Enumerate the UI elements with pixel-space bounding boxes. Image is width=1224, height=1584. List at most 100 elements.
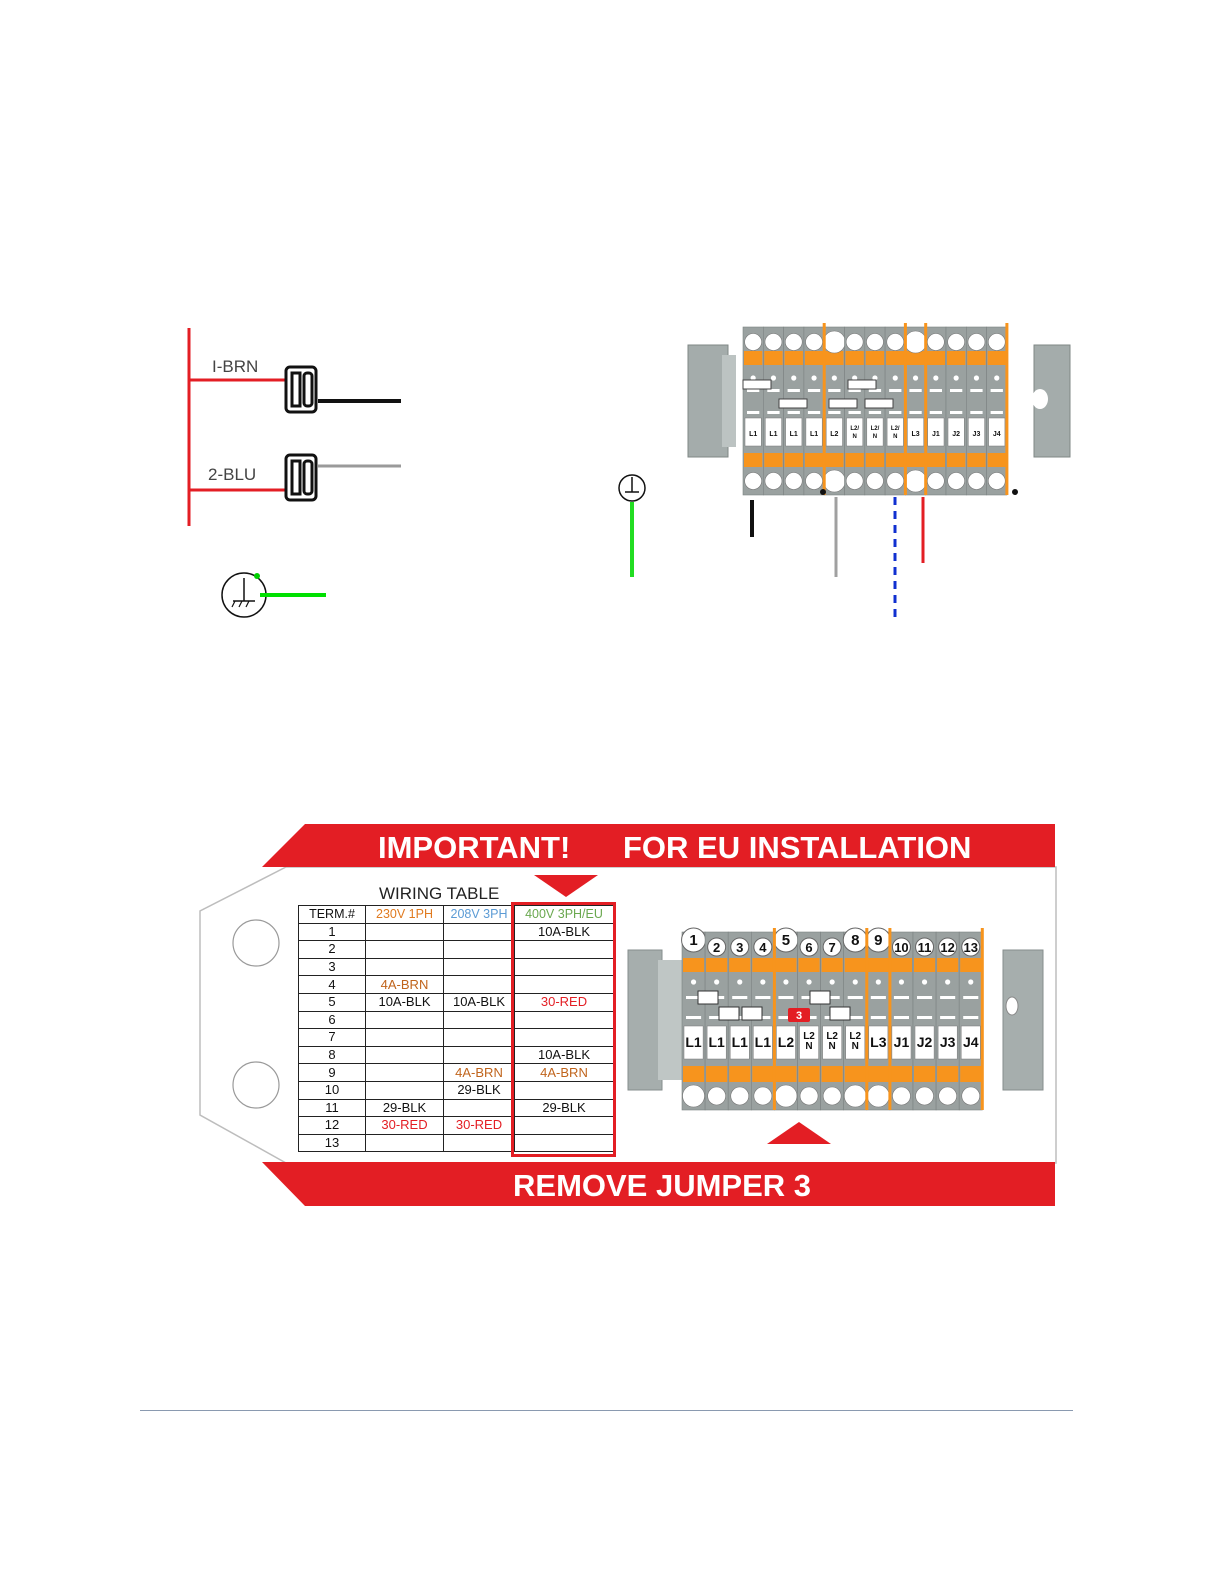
table-cell <box>443 957 515 977</box>
table-cell: 10A-BLK <box>514 1045 614 1065</box>
terminal-label: L1 <box>790 431 798 438</box>
terminal-label: L3 <box>870 1034 887 1050</box>
terminal-number: 9 <box>874 932 882 949</box>
table-cell: 5 <box>298 992 366 1012</box>
arrow-up-icon <box>767 1122 831 1144</box>
table-cell: 4A-BRN <box>443 1063 515 1082</box>
terminal-number: 4 <box>759 940 767 955</box>
banner-important: IMPORTANT! <box>378 830 570 865</box>
wire-label-brown: I-BRN <box>212 357 258 376</box>
terminal-label: J2 <box>917 1034 933 1050</box>
eu-column-highlight <box>511 902 616 1157</box>
terminal-label: J3 <box>973 431 981 438</box>
table-cell: 30-RED <box>365 1116 444 1135</box>
table-cell <box>443 1045 515 1065</box>
terminal-label: J2 <box>952 431 960 438</box>
terminal-label: L1 <box>749 431 757 438</box>
terminal-label: L2 <box>830 431 838 438</box>
terminal-number: 10 <box>894 940 908 955</box>
table-cell: 29-BLK <box>365 1098 444 1118</box>
table-cell: 1 <box>298 922 366 942</box>
table-row: 3 <box>298 957 614 977</box>
table-cell: 3 <box>298 957 366 977</box>
terminal-label: L1 <box>732 1034 749 1050</box>
terminal-number: 13 <box>964 940 978 955</box>
terminal-number: 3 <box>736 940 743 955</box>
table-cell <box>443 975 515 994</box>
table-cell: 8 <box>298 1045 366 1065</box>
terminal-label: J1 <box>932 431 940 438</box>
terminal-number: 11 <box>918 940 932 955</box>
wiring-table-title: WIRING TABLE <box>379 884 499 903</box>
table-cell: 13 <box>298 1133 366 1153</box>
table-cell <box>443 1028 515 1047</box>
ground-icon <box>618 474 646 502</box>
terminal-number: 2 <box>713 940 720 955</box>
table-cell <box>365 1010 444 1030</box>
terminal-label: J4 <box>993 431 1001 438</box>
terminal-label: L2 <box>778 1034 795 1050</box>
table-cell: 4 <box>298 975 366 994</box>
table-cell: 30-RED <box>514 992 614 1012</box>
terminal-label: L1 <box>769 431 777 438</box>
terminal-label: J4 <box>963 1034 979 1050</box>
table-cell: 29-BLK <box>443 1080 515 1100</box>
table-cell <box>443 1098 515 1118</box>
terminal-label: L1 <box>755 1034 772 1050</box>
table-cell: 9 <box>298 1063 366 1082</box>
table-cell <box>365 940 444 959</box>
terminal-number: 6 <box>805 940 812 955</box>
terminal-label: L1 <box>685 1034 702 1050</box>
table-cell <box>365 922 444 942</box>
banner-eu-installation: FOR EU INSTALLATION <box>623 830 971 865</box>
terminal-number: 1 <box>689 932 697 949</box>
connector-icon <box>284 453 318 502</box>
table-cell: 10A-BLK <box>365 992 444 1012</box>
table-cell: 4A-BRN <box>365 975 444 994</box>
table-header-cell: 230V 1PH <box>365 905 444 924</box>
table-cell <box>365 1080 444 1100</box>
terminal-label: L2/N <box>871 426 880 440</box>
terminal-number: 8 <box>851 932 859 949</box>
table-header-cell: 208V 3PH <box>443 905 515 924</box>
table-cell <box>443 940 515 959</box>
table-cell: 10 <box>298 1080 366 1100</box>
table-cell <box>365 1045 444 1065</box>
table-cell: 7 <box>298 1028 366 1047</box>
terminal-label: L3 <box>911 431 919 438</box>
table-cell <box>365 1063 444 1082</box>
table-cell: 11 <box>298 1098 366 1118</box>
table-cell <box>443 922 515 942</box>
table-cell <box>365 1133 444 1153</box>
terminal-number: 5 <box>782 932 790 949</box>
arrow-down-icon <box>534 875 598 897</box>
table-row: 13 <box>298 1133 614 1153</box>
terminal-label: L2/N <box>891 426 900 440</box>
table-row: 8 10A-BLK <box>298 1045 614 1065</box>
terminal-number: 7 <box>829 940 836 955</box>
table-cell: 12 <box>298 1116 366 1135</box>
table-header-cell: TERM.# <box>298 905 366 924</box>
table-row: 10 29-BLK <box>298 1080 614 1100</box>
terminal-label: L1 <box>708 1034 725 1050</box>
wire-label-blue: 2-BLU <box>208 465 256 484</box>
table-row: 7 <box>298 1028 614 1047</box>
jumper-3-label: 3 <box>796 1010 802 1022</box>
connector-icon <box>284 365 318 414</box>
table-cell <box>365 1028 444 1047</box>
table-cell <box>443 1010 515 1030</box>
ground-icon <box>221 572 267 618</box>
schematic-diagram: I-BRN 2-BLU <box>187 328 401 618</box>
table-cell: 2 <box>298 940 366 959</box>
table-cell <box>365 957 444 977</box>
top-banner <box>262 824 1055 867</box>
table-cell: 4A-BRN <box>514 1063 614 1082</box>
